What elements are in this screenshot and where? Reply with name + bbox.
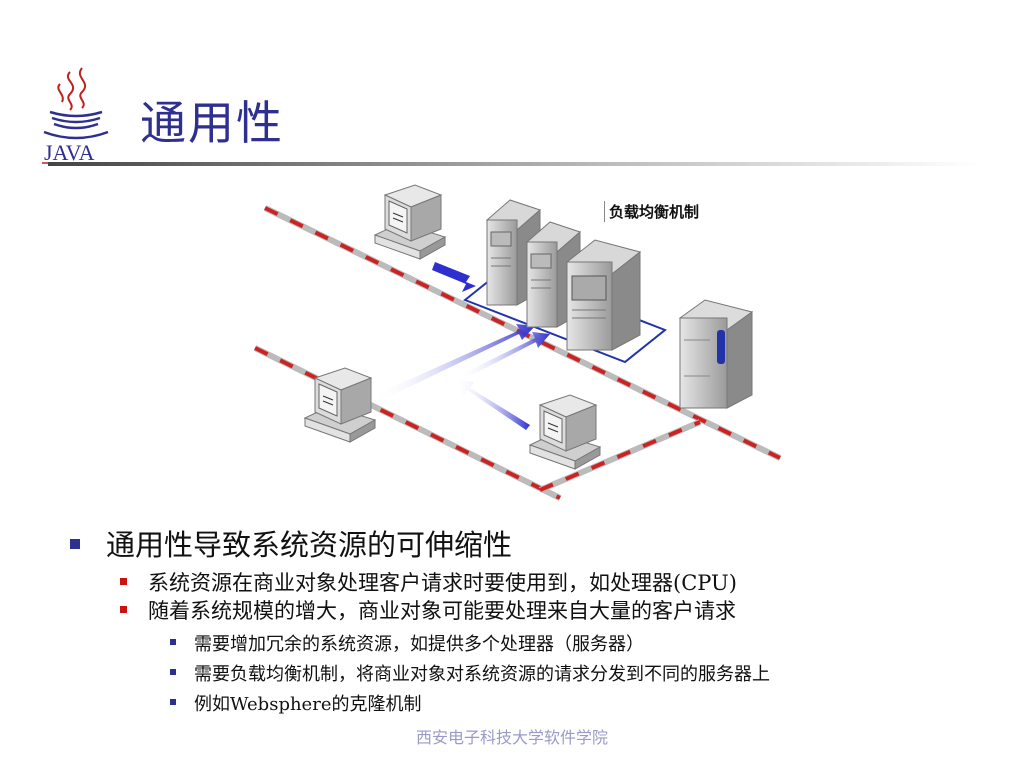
- bullet-level1: 通用性导致系统资源的可伸缩性: [70, 527, 512, 563]
- bullet-level2: 系统资源在商业对象处理客户请求时要使用到，如处理器(CPU): [120, 569, 737, 597]
- square-bullet-icon: [170, 699, 176, 705]
- request-arrows: [375, 262, 550, 430]
- coffee-cup-icon: [43, 110, 109, 140]
- bullet-level3: 需要增加冗余的系统资源，如提供多个处理器（服务器）: [170, 632, 644, 658]
- client-computer-icon: [303, 367, 377, 443]
- client-computer-icon: [373, 184, 447, 260]
- client-computer-icon: [528, 394, 602, 470]
- square-bullet-icon: [120, 606, 127, 613]
- title-divider: [48, 162, 978, 166]
- bullet-text: 例如Websphere的克隆机制: [194, 694, 422, 715]
- server-tower-icon: [565, 239, 642, 351]
- bullet-level3: 需要负载均衡机制，将商业对象对系统资源的请求分发到不同的服务器上: [170, 662, 770, 688]
- arrow-icon: [375, 324, 535, 402]
- bullet-text: 需要负载均衡机制，将商业对象对系统资源的请求分发到不同的服务器上: [194, 664, 770, 685]
- java-logo-text: JAVA: [44, 140, 95, 165]
- arrow-icon: [432, 262, 476, 292]
- arrow-icon: [455, 380, 530, 430]
- square-bullet-icon: [170, 639, 176, 645]
- bullet-level2: 随着系统规模的增大，商业对象可能要处理来自大量的客户请求: [120, 597, 736, 625]
- slide-title: 通用性: [140, 96, 284, 150]
- load-balancing-diagram: [253, 184, 782, 501]
- square-bullet-icon: [170, 669, 176, 675]
- square-bullet-icon: [70, 539, 80, 549]
- steam-icon: [57, 67, 87, 111]
- footer-institution: 西安电子科技大学软件学院: [415, 728, 608, 747]
- bullet-text: 需要增加冗余的系统资源，如提供多个处理器（服务器）: [194, 634, 644, 655]
- bullet-text: 系统资源在商业对象处理客户请求时要使用到，如处理器(CPU): [148, 571, 737, 595]
- load-balancing-label: 负载均衡机制: [604, 201, 699, 222]
- bullet-text: 随着系统规模的增大，商业对象可能要处理来自大量的客户请求: [148, 599, 736, 623]
- java-logo: JAVA: [42, 67, 110, 165]
- arrow-icon: [460, 332, 550, 380]
- bullet-level3: 例如Websphere的克隆机制: [170, 692, 421, 718]
- load-balancer-icon: [678, 299, 754, 409]
- bullet-text: 通用性导致系统资源的可伸缩性: [106, 528, 513, 562]
- square-bullet-icon: [120, 578, 127, 585]
